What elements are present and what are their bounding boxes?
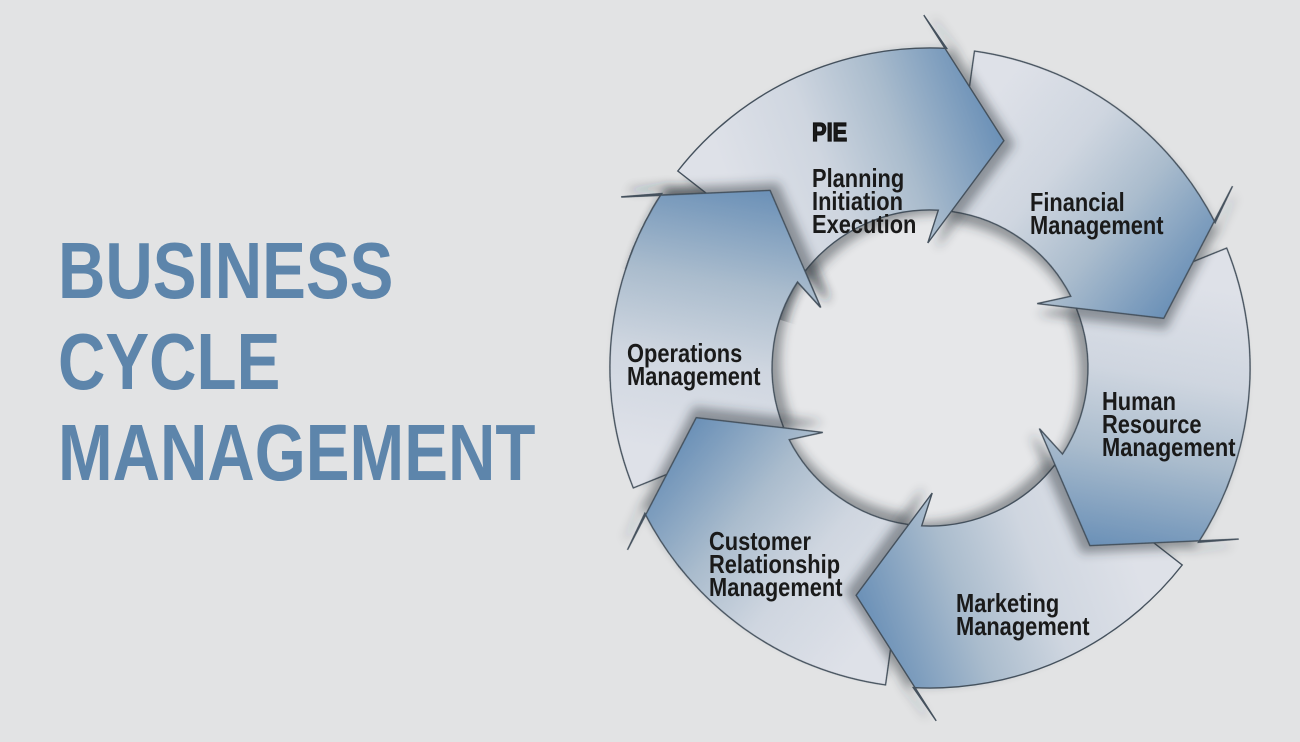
inner-circle <box>773 211 1087 525</box>
page-title: BUSINESS CYCLE MANAGEMENT <box>58 226 536 497</box>
label-financial-management: Financial Management <box>1030 187 1164 240</box>
label-pie-acronym: PIE <box>811 117 848 147</box>
label-pie-lines: Planning Initiation Execution <box>812 163 917 239</box>
label-operations-management: Operations Management <box>627 338 761 391</box>
label-pie: PIE Planning Initiation Execution <box>811 98 917 239</box>
label-marketing-management: Marketing Management <box>956 588 1090 641</box>
label-customer-relationship-management: Customer Relationship Management <box>709 526 843 602</box>
label-human-resource-management: Human Resource Management <box>1102 386 1236 462</box>
